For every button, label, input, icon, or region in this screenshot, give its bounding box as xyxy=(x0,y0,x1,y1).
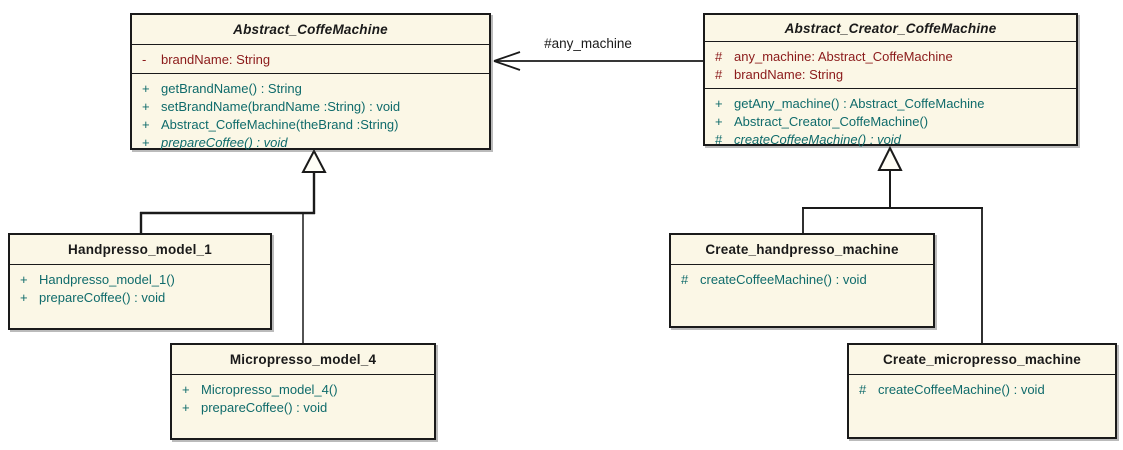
method-row-abstract: # createCoffeeMachine() : void xyxy=(705,131,1076,149)
method-text: prepareCoffee() : void xyxy=(201,400,328,415)
class-title: Abstract_Creator_CoffeMachine xyxy=(784,20,997,36)
generalization-edge-left[interactable] xyxy=(139,148,327,343)
method-row: + prepareCoffee() : void xyxy=(172,399,434,417)
association-any-machine-edge[interactable] xyxy=(493,51,703,71)
methods-compartment: + getBrandName() : String + setBrandName… xyxy=(132,73,489,156)
visibility-symbol: + xyxy=(20,272,28,287)
methods-compartment: + Handpresso_model_1() + prepareCoffee()… xyxy=(10,264,270,328)
attributes-compartment: - brandName: String xyxy=(132,44,489,73)
visibility-symbol: # xyxy=(715,49,723,64)
attribute-row: # any_machine: Abstract_CoffeMachine xyxy=(705,48,1076,66)
visibility-symbol: - xyxy=(142,52,147,67)
methods-compartment: # createCoffeeMachine() : void xyxy=(671,264,933,326)
method-row: # createCoffeeMachine() : void xyxy=(671,271,933,289)
attributes-compartment: # any_machine: Abstract_CoffeMachine # b… xyxy=(705,41,1076,88)
visibility-symbol: # xyxy=(681,272,689,287)
visibility-symbol: # xyxy=(715,67,723,82)
method-text: createCoffeeMachine() : void xyxy=(700,272,867,287)
class-box-create-micropresso-machine[interactable]: Create_micropresso_machine # createCoffe… xyxy=(847,343,1117,439)
method-row: + Abstract_Creator_CoffeMachine() xyxy=(705,113,1076,131)
method-text: getBrandName() : String xyxy=(161,81,302,96)
visibility-symbol: + xyxy=(142,135,150,150)
attribute-text: brandName: String xyxy=(161,52,271,67)
visibility-symbol: + xyxy=(142,81,150,96)
class-title: Create_handpresso_machine xyxy=(705,242,899,257)
visibility-symbol: + xyxy=(182,400,190,415)
class-title: Abstract_CoffeMachine xyxy=(233,22,388,37)
method-row: + prepareCoffee() : void xyxy=(10,289,270,307)
method-text: createCoffeeMachine() : void xyxy=(878,382,1045,397)
open-arrowhead xyxy=(493,51,521,62)
visibility-symbol: # xyxy=(859,382,867,397)
method-text: getAny_machine() : Abstract_CoffeMachine xyxy=(734,96,985,111)
attribute-text: brandName: String xyxy=(734,67,844,82)
method-row: + Micropresso_model_4() xyxy=(172,381,434,399)
method-row: + getBrandName() : String xyxy=(132,80,489,98)
visibility-symbol: + xyxy=(715,96,723,111)
method-row: + getAny_machine() : Abstract_CoffeMachi… xyxy=(705,95,1076,113)
method-text: setBrandName(brandName :String) : void xyxy=(161,99,401,114)
methods-compartment: + getAny_machine() : Abstract_CoffeMachi… xyxy=(705,88,1076,153)
methods-compartment: # createCoffeeMachine() : void xyxy=(849,374,1115,437)
visibility-symbol: + xyxy=(715,114,723,129)
class-title: Handpresso_model_1 xyxy=(68,242,212,257)
class-box-handpresso-model-1[interactable]: Handpresso_model_1 + Handpresso_model_1(… xyxy=(8,233,272,330)
method-text: Handpresso_model_1() xyxy=(39,272,175,287)
method-row: + Handpresso_model_1() xyxy=(10,271,270,289)
class-box-abstract-creator-coffemachine[interactable]: Abstract_Creator_CoffeMachine # any_mach… xyxy=(703,13,1078,147)
class-title: Micropresso_model_4 xyxy=(229,352,377,367)
class-box-micropresso-model-4[interactable]: Micropresso_model_4 + Micropresso_model_… xyxy=(170,343,436,440)
method-text: createCoffeeMachine() : void xyxy=(734,132,901,147)
visibility-symbol: + xyxy=(142,99,150,114)
method-text: Abstract_Creator_CoffeMachine() xyxy=(734,114,929,129)
method-text: Abstract_CoffeMachine(theBrand :String) xyxy=(161,117,399,132)
class-box-abstract-coffemachine[interactable]: Abstract_CoffeMachine - brandName: Strin… xyxy=(130,13,491,150)
class-box-create-handpresso-machine[interactable]: Create_handpresso_machine # createCoffee… xyxy=(669,233,935,328)
method-text: prepareCoffee() : void xyxy=(39,290,166,305)
attribute-row: - brandName: String xyxy=(132,51,489,69)
visibility-symbol: # xyxy=(715,132,723,147)
visibility-symbol: + xyxy=(142,117,150,132)
method-row: + setBrandName(brandName :String) : void xyxy=(132,98,489,116)
association-label[interactable]: #any_machine xyxy=(544,36,632,51)
generalization-edge-right[interactable] xyxy=(802,145,983,343)
visibility-symbol: + xyxy=(20,290,28,305)
method-row: + Abstract_CoffeMachine(theBrand :String… xyxy=(132,116,489,134)
open-arrowhead xyxy=(493,60,521,71)
methods-compartment: + Micropresso_model_4() + prepareCoffee(… xyxy=(172,374,434,438)
attribute-row: # brandName: String xyxy=(705,66,1076,84)
method-row: # createCoffeeMachine() : void xyxy=(849,381,1115,399)
visibility-symbol: + xyxy=(182,382,190,397)
method-text: prepareCoffee() : void xyxy=(161,135,288,150)
method-text: Micropresso_model_4() xyxy=(201,382,338,397)
method-row-abstract: + prepareCoffee() : void xyxy=(132,134,489,152)
attribute-text: any_machine: Abstract_CoffeMachine xyxy=(734,49,953,64)
class-title: Create_micropresso_machine xyxy=(882,352,1082,367)
